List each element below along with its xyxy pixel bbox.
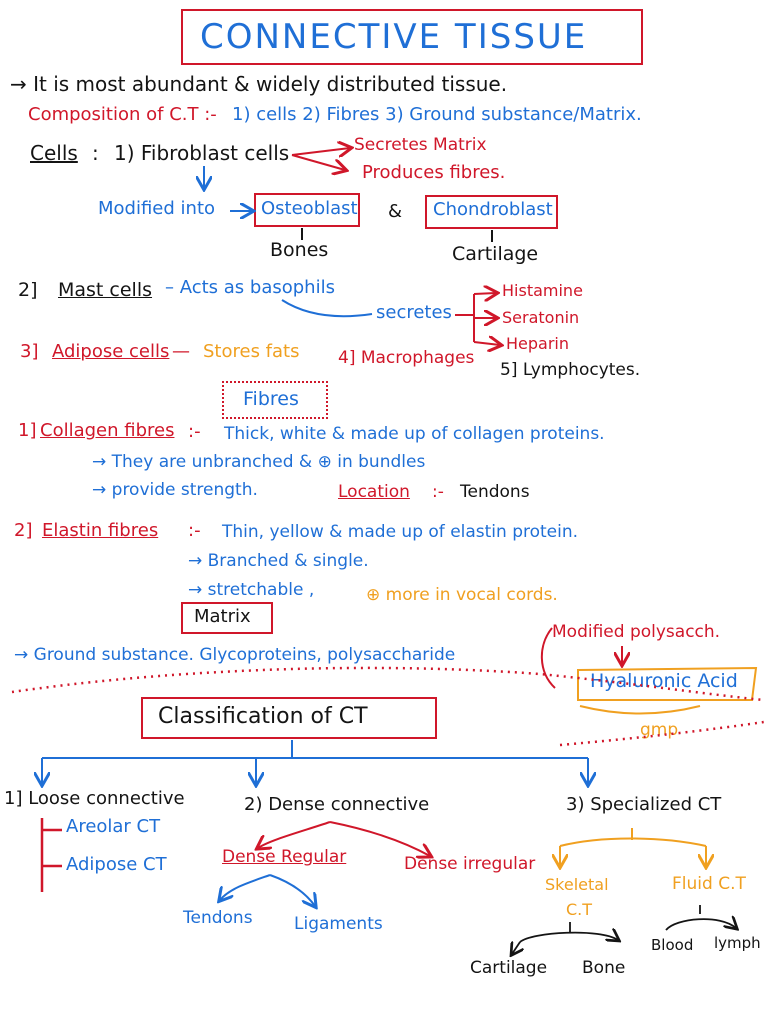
ligaments: Ligaments xyxy=(294,914,383,934)
fibroblast-cells: 1) Fibroblast cells xyxy=(114,141,290,165)
section-divider-right xyxy=(559,720,765,747)
matrix-desc: → Ground substance. Glycoproteins, polys… xyxy=(14,645,456,665)
areolar-ct: Areolar CT xyxy=(66,816,161,837)
skeletal-ct: C.T xyxy=(566,900,593,919)
page-title: CONNECTIVE TISSUE xyxy=(200,17,588,57)
lymphocytes: 5] Lymphocytes. xyxy=(500,360,641,380)
macrophages: 4] Macrophages xyxy=(338,348,475,368)
specialized-ct: 3) Specialized CT xyxy=(566,794,722,815)
tendons: Tendons xyxy=(183,908,253,928)
osteoblast: Osteoblast xyxy=(261,198,358,219)
adipose-cells: Adipose cells xyxy=(52,341,170,362)
elastin-point-1: → Branched & single. xyxy=(188,551,369,571)
loose-branch xyxy=(40,818,62,892)
classification-tree xyxy=(42,740,588,906)
adipose-ct: Adipose CT xyxy=(66,854,167,875)
hyaluronic-acid: Hyaluronic Acid xyxy=(590,670,738,692)
fibres-box xyxy=(222,381,328,419)
fluid-ct: Fluid C.T xyxy=(672,874,746,894)
secretes-label: secretes xyxy=(376,302,452,323)
elastin-point-2: → stretchable , xyxy=(188,580,315,600)
collagen-point-2: → provide strength. xyxy=(92,480,258,500)
fibres-heading: Fibres xyxy=(243,388,299,410)
matrix-heading: Matrix xyxy=(194,606,251,627)
chondroblast: Chondroblast xyxy=(433,199,553,220)
dense-regular: Dense Regular xyxy=(222,847,347,867)
composition-items: 1) cells 2) Fibres 3) Ground substance/M… xyxy=(232,104,642,125)
skeletal: Skeletal xyxy=(545,875,609,894)
and-symbol: & xyxy=(388,201,403,222)
dense-branch xyxy=(258,821,430,856)
heparin: Heparin xyxy=(506,334,569,353)
elastin-fibres: Elastin fibres xyxy=(42,520,159,541)
classification-box xyxy=(141,697,437,739)
elastin-desc: Thin, yellow & made up of elastin protei… xyxy=(222,522,579,542)
mast-number: 2] xyxy=(18,279,38,301)
fibroblast-arrows xyxy=(204,148,493,242)
location-colon: :- xyxy=(432,482,444,502)
dense-connective: 2) Dense connective xyxy=(244,794,430,815)
specialized-branch xyxy=(560,828,706,866)
title-box xyxy=(181,9,643,65)
adipose-number: 3] xyxy=(20,341,39,362)
cells-heading: Cells xyxy=(30,141,78,165)
elastin-number: 2] xyxy=(14,520,33,541)
collagen-colon: :- xyxy=(188,421,201,442)
section-divider xyxy=(11,666,765,702)
loose-connective: 1] Loose connective xyxy=(4,788,185,809)
mast-desc: – Acts as basophils xyxy=(165,277,335,298)
fibroblast-function-2: Produces fibres. xyxy=(362,162,506,183)
collagen-point-1: → They are unbranched & ⊕ in bundles xyxy=(92,452,426,472)
serotonin: Seratonin xyxy=(502,308,580,327)
matrix-marks xyxy=(540,627,758,715)
bones-label: Bones xyxy=(270,239,329,261)
modified-polysaccharide: Modified polysacch. xyxy=(552,622,721,642)
cartilage-label: Cartilage xyxy=(452,243,539,265)
fibroblast-function-1: Secretes Matrix xyxy=(354,135,487,155)
modified-into: Modified into xyxy=(98,198,216,219)
matrix-box xyxy=(181,602,273,634)
bone: Bone xyxy=(582,958,626,978)
composition-label: Composition of C.T :- xyxy=(28,104,217,125)
elastin-point-3: ⊕ more in vocal cords. xyxy=(366,585,558,605)
location-value: Tendons xyxy=(460,482,530,502)
intro-line: → It is most abundant & widely distribut… xyxy=(10,72,508,96)
adipose-desc: Stores fats xyxy=(203,341,300,362)
collagen-number: 1] xyxy=(18,420,37,441)
elastin-colon: :- xyxy=(188,520,201,541)
mast-cells: Mast cells xyxy=(58,279,153,301)
cartilage: Cartilage xyxy=(470,958,548,978)
mast-arrows xyxy=(281,293,500,345)
histamine: Histamine xyxy=(502,281,583,300)
specialized-leaves xyxy=(512,905,736,954)
chondroblast-box xyxy=(425,195,558,229)
classification-heading: Classification of CT xyxy=(158,704,368,729)
lymph: lymph xyxy=(714,934,761,952)
dense-irregular: Dense irregular xyxy=(404,854,536,874)
gmp-label: gmp xyxy=(640,720,679,740)
cells-colon: : xyxy=(92,141,99,165)
location-label: Location xyxy=(338,482,410,502)
blood: Blood xyxy=(651,936,694,954)
adipose-dash: — xyxy=(172,341,190,362)
collagen-desc: Thick, white & made up of collagen prote… xyxy=(224,424,605,444)
collagen-fibres: Collagen fibres xyxy=(40,420,175,441)
